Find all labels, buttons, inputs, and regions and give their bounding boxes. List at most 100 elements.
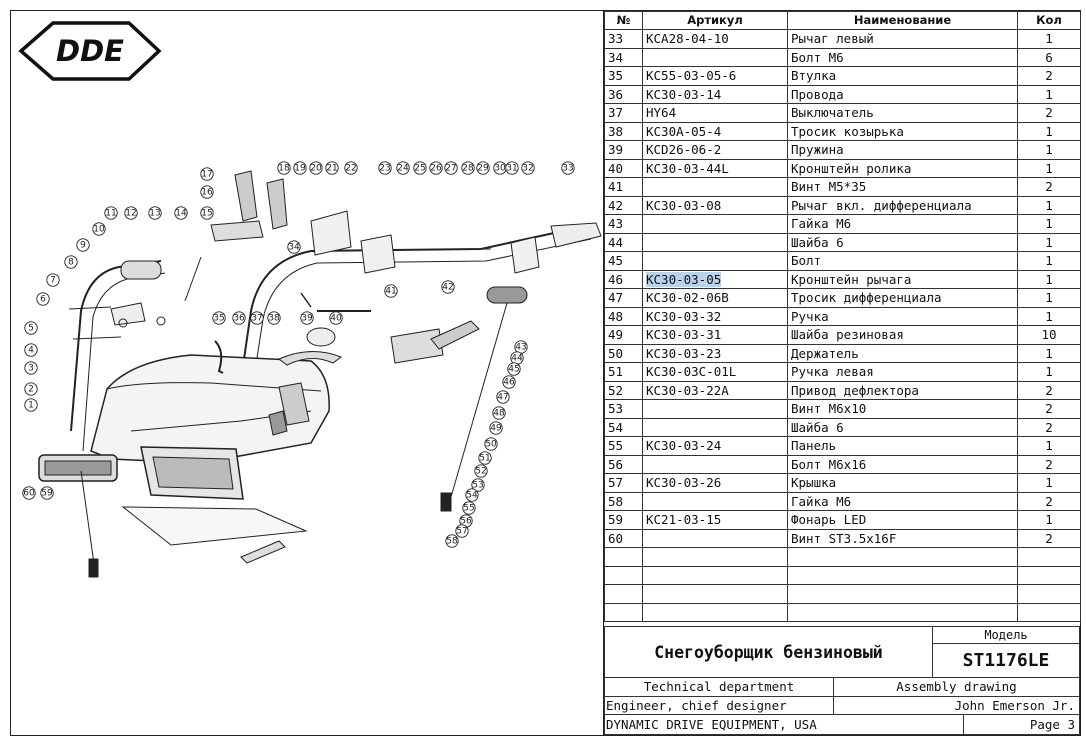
svg-text:40: 40 <box>330 314 342 324</box>
cell-article <box>642 491 788 511</box>
callout-7: 7 <box>46 273 60 287</box>
table-row <box>604 584 1081 604</box>
exploded-view-drawing: DDE <box>18 21 602 578</box>
svg-text:22: 22 <box>345 164 356 174</box>
callout-45: 45 <box>507 362 521 376</box>
callout-36: 36 <box>232 311 246 325</box>
cell-article <box>642 214 788 234</box>
cell-qty: 1 <box>1017 436 1081 456</box>
callout-54: 54 <box>465 488 479 502</box>
callout-38: 38 <box>267 311 281 325</box>
callout-20: 20 <box>309 161 323 175</box>
svg-text:57: 57 <box>456 527 467 537</box>
svg-text:12: 12 <box>125 209 136 219</box>
svg-text:37: 37 <box>251 314 262 324</box>
svg-text:38: 38 <box>268 314 280 324</box>
cell-qty: 1 <box>1017 288 1081 308</box>
callout-2: 2 <box>24 382 38 396</box>
callout-33: 33 <box>561 161 575 175</box>
title-cell: Снегоуборщик бензиновый <box>604 626 933 678</box>
cell-name <box>787 565 1018 585</box>
svg-text:48: 48 <box>493 409 505 419</box>
cell-no: 45 <box>604 251 643 271</box>
cell-no: 37 <box>604 103 643 123</box>
callout-3: 3 <box>24 361 38 375</box>
cell-no: 46 <box>604 269 643 289</box>
cell-no: 51 <box>604 362 643 382</box>
cell-name: Тросик дифференциала <box>787 288 1018 308</box>
cell-no: 47 <box>604 288 643 308</box>
cell-name: Панель <box>787 436 1018 456</box>
svg-text:26: 26 <box>430 164 442 174</box>
svg-text:42: 42 <box>442 283 453 293</box>
cell-no: 40 <box>604 158 643 178</box>
svg-text:17: 17 <box>201 170 212 180</box>
cell-article <box>642 454 788 474</box>
svg-text:6: 6 <box>40 295 46 305</box>
callout-13: 13 <box>148 206 162 220</box>
svg-text:28: 28 <box>462 164 474 174</box>
header-name: Наименование <box>787 11 1018 30</box>
svg-text:4: 4 <box>28 346 34 356</box>
logo-text: DDE <box>56 34 124 68</box>
cell-no: 35 <box>604 66 643 86</box>
callout-53: 53 <box>471 478 485 492</box>
cell-qty <box>1017 584 1081 604</box>
drawing-title: Снегоуборщик бензиновый <box>654 642 883 662</box>
table-header-row: № Артикул Наименование Кол <box>604 11 1081 30</box>
cell-name <box>787 602 1018 622</box>
svg-text:54: 54 <box>466 491 478 501</box>
cell-qty: 1 <box>1017 232 1081 252</box>
callout-29: 29 <box>476 161 490 175</box>
callout-37: 37 <box>250 311 264 325</box>
cell-name: Гайка М6 <box>787 214 1018 234</box>
cell-qty: 1 <box>1017 214 1081 234</box>
callout-14: 14 <box>174 206 188 220</box>
cell-qty: 2 <box>1017 66 1081 86</box>
cell-name: Болт М6 <box>787 47 1018 67</box>
svg-text:13: 13 <box>149 209 160 219</box>
svg-text:45: 45 <box>508 365 519 375</box>
cell-name: Болт М6x16 <box>787 454 1018 474</box>
cell-no: 50 <box>604 343 643 363</box>
cell-article: KC30-03-24 <box>642 436 788 456</box>
cell-name: Выключатель <box>787 103 1018 123</box>
exploded-parts <box>38 170 602 578</box>
svg-text:16: 16 <box>201 188 213 198</box>
callout-23: 23 <box>378 161 392 175</box>
cell-article <box>642 584 788 604</box>
department: Technical department <box>643 679 795 694</box>
model-label-cell: Модель <box>932 626 1080 644</box>
cell-name: Кронштейн рычага <box>787 269 1018 289</box>
cell-name <box>787 584 1018 604</box>
svg-text:30: 30 <box>494 164 506 174</box>
svg-text:53: 53 <box>472 481 483 491</box>
svg-text:7: 7 <box>50 276 56 286</box>
callout-12: 12 <box>124 206 138 220</box>
svg-text:51: 51 <box>479 454 490 464</box>
svg-text:32: 32 <box>522 164 533 174</box>
svg-text:21: 21 <box>326 164 337 174</box>
svg-text:23: 23 <box>379 164 390 174</box>
callout-6: 6 <box>36 292 50 306</box>
callout-18: 18 <box>277 161 291 175</box>
page-number: Page 3 <box>1029 717 1075 732</box>
cell-article: KCA28-04-10 <box>642 29 788 49</box>
selected-article-text[interactable]: KC30-03-05 <box>646 271 722 287</box>
callout-32: 32 <box>521 161 535 175</box>
cell-no: 53 <box>604 399 643 419</box>
dde-logo: DDE <box>18 21 162 81</box>
cell-article: KC30-03-22A <box>642 380 788 400</box>
cell-name: Фонарь LED <box>787 510 1018 530</box>
cell-name: Провода <box>787 84 1018 104</box>
callout-59: 59 <box>40 486 54 500</box>
cell-name: Гайка М6 <box>787 491 1018 511</box>
cell-no <box>604 602 643 622</box>
